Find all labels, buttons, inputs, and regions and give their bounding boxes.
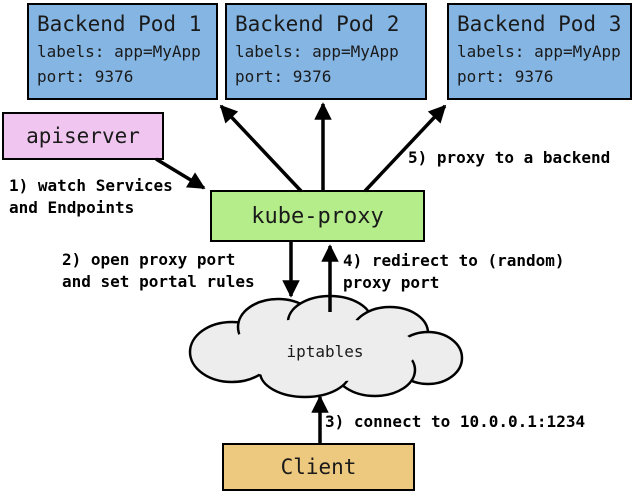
kube-proxy-label: kube-proxy xyxy=(251,203,384,229)
annotation-step1-watch-services: 1) watch Services and Endpoints xyxy=(9,176,173,217)
backend-pod-2-title: Backend Pod 2 xyxy=(235,12,400,36)
apiserver-label: apiserver xyxy=(26,124,140,148)
backend-pod-1-title: Backend Pod 1 xyxy=(37,12,202,36)
client-label: Client xyxy=(280,455,357,479)
backend-pod-2-labels: labels: app=MyApp xyxy=(235,42,399,61)
backend-pod-1-port: port: 9376 xyxy=(37,67,134,86)
backend-pod-1-box: Backend Pod 1 labels: app=MyApp port: 93… xyxy=(27,3,218,100)
arrow-kubeproxy-to-pod1 xyxy=(219,104,303,193)
annotation-step4-redirect: 4) redirect to (random) proxy port xyxy=(343,251,565,292)
annotation-step2-open-proxy-port: 2) open proxy port and set portal rules xyxy=(62,250,255,291)
backend-pod-2-box: Backend Pod 2 labels: app=MyApp port: 93… xyxy=(225,3,427,100)
backend-pod-3-labels: labels: app=MyApp xyxy=(457,42,621,61)
annotation-step5-proxy-to-backend: 5) proxy to a backend xyxy=(408,148,611,167)
apiserver-box: apiserver xyxy=(2,112,164,160)
client-box: Client xyxy=(222,443,415,491)
iptables-label: iptables xyxy=(286,342,364,361)
backend-pod-3-title: Backend Pod 3 xyxy=(457,12,622,36)
backend-pod-3-box: Backend Pod 3 labels: app=MyApp port: 93… xyxy=(447,3,632,100)
backend-pod-1-labels: labels: app=MyApp xyxy=(37,42,201,61)
backend-pod-2-port: port: 9376 xyxy=(235,67,332,86)
annotation-step3-connect: 3) connect to 10.0.0.1:1234 xyxy=(325,412,586,431)
backend-pod-3-port: port: 9376 xyxy=(457,67,554,86)
kube-proxy-box: kube-proxy xyxy=(210,190,425,242)
